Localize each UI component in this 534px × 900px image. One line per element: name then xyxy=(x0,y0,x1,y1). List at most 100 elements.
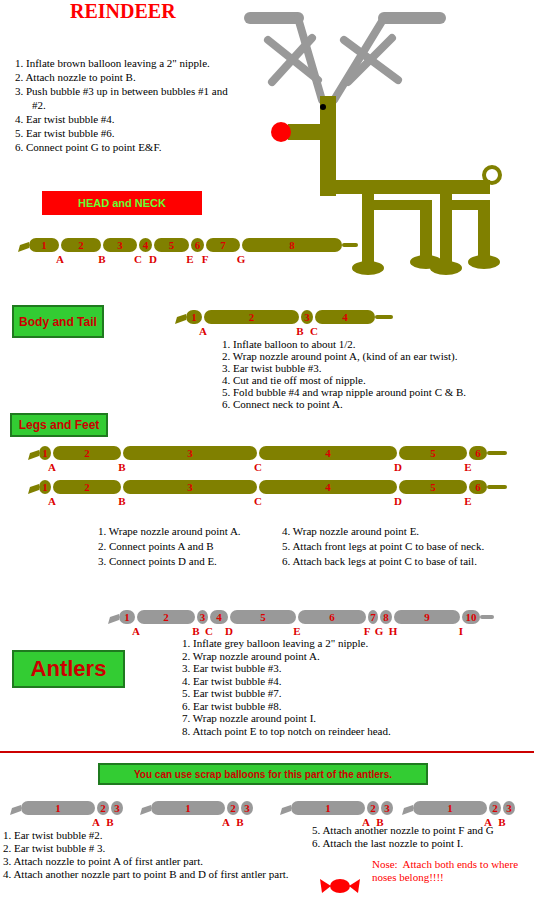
instruction-step: 3. Push bubble #3 up in between bubbles … xyxy=(15,84,233,112)
instruction-step: 5. Ear twist bubble #6. xyxy=(15,126,233,140)
point-letter: D xyxy=(394,496,402,507)
balloon-bubble xyxy=(39,480,51,494)
balloon-bubble xyxy=(230,610,296,624)
bubble-number: 1 xyxy=(41,240,47,251)
point-letter: D xyxy=(149,254,157,265)
bubble-number: 2 xyxy=(249,312,255,323)
point-letter: A xyxy=(199,326,207,337)
balloon-bubble xyxy=(315,310,375,324)
balloon-nozzle xyxy=(108,614,119,624)
banner-text: Body and Tail xyxy=(19,315,97,329)
bubble-number: 1 xyxy=(447,803,453,814)
bubble-number: 6 xyxy=(329,612,335,623)
point-letter: A xyxy=(92,817,100,828)
instruction-step: 2. Ear twist bubble # 3. xyxy=(3,842,308,855)
instruction-list: 1. Inflate grey balloon leaving a 2" nip… xyxy=(182,637,522,737)
instruction-step: 3. Connect points D and E. xyxy=(98,554,278,569)
balloon-bubble xyxy=(111,801,123,815)
balloon-bubble xyxy=(259,446,397,460)
instruction-step: 8. Attach point E to top notch on reinde… xyxy=(182,725,522,738)
balloon-bubble xyxy=(123,446,257,460)
point-letter: B xyxy=(118,496,125,507)
instruction-step: 1. Inflate grey balloon leaving a 2" nip… xyxy=(182,637,522,650)
balloon-bubble xyxy=(191,238,204,252)
point-letter: A xyxy=(132,626,140,637)
banner-text: Antlers xyxy=(31,656,107,682)
balloon-bubble xyxy=(151,801,225,815)
instruction-step: 7. Wrap nozzle around point I. xyxy=(182,712,522,725)
balloon-bubble xyxy=(139,238,152,252)
bubble-number: 2 xyxy=(100,803,106,814)
balloon-bubble xyxy=(197,610,208,624)
balloon-bubble xyxy=(413,801,487,815)
balloon-nozzle xyxy=(10,805,21,815)
instruction-step: 2. Wrap nozzle around point A. xyxy=(182,650,522,663)
bubble-number: 3 xyxy=(114,803,120,814)
antler-figure xyxy=(250,18,440,100)
section-banner: Antlers xyxy=(12,650,125,688)
point-letter: F xyxy=(364,626,371,637)
reindeer-tail xyxy=(484,167,500,183)
balloon-bubble xyxy=(39,446,51,460)
bubble-number: 3 xyxy=(200,612,206,623)
balloon-nipple xyxy=(375,315,393,319)
balloon-bubble xyxy=(399,480,467,494)
point-letter: B xyxy=(106,817,113,828)
bubble-number: 1 xyxy=(325,803,331,814)
section-banner: Body and Tail xyxy=(12,305,104,338)
balloon-bubble xyxy=(154,238,189,252)
bubble-number: 6 xyxy=(475,448,481,459)
balloon-nipple xyxy=(342,243,358,247)
separator-line xyxy=(0,751,534,753)
section-banner: Legs and Feet xyxy=(10,413,108,437)
reindeer-eye xyxy=(320,104,326,110)
bubble-number: 1 xyxy=(185,803,191,814)
note-text: Nose: Attach both ends to where noses be… xyxy=(372,858,527,884)
point-letter: A xyxy=(56,254,64,265)
balloon-bubble xyxy=(367,801,379,815)
bubble-number: 6 xyxy=(195,240,201,251)
balloon-bubble xyxy=(368,610,378,624)
balloon-bubble xyxy=(227,801,239,815)
bubble-number: 3 xyxy=(384,803,390,814)
point-letter: B xyxy=(192,626,199,637)
instruction-list: Nose: Attach both ends to where noses be… xyxy=(372,858,527,884)
bubble-number: 4 xyxy=(216,612,222,623)
balloon-bubble xyxy=(61,238,101,252)
balloon-nozzle xyxy=(402,805,413,815)
bubble-number: 4 xyxy=(325,448,331,459)
bubble-number: 4 xyxy=(342,312,348,323)
instruction-step: 4. Cut and tie off most of nipple. xyxy=(222,374,527,386)
balloon-bubble xyxy=(53,446,121,460)
point-letter: B xyxy=(296,326,303,337)
point-letter: C xyxy=(310,326,318,337)
instruction-step: 4. Ear twist bubble #4. xyxy=(182,675,522,688)
instruction-list: 4. Wrap nozzle around point E.5. Attach … xyxy=(282,524,528,569)
banner-text: Legs and Feet xyxy=(19,418,100,432)
instruction-step: 3. Ear twist bubble #3. xyxy=(182,662,522,675)
balloon-nozzle xyxy=(28,484,39,494)
balloon-bubble xyxy=(259,480,397,494)
point-letter: E xyxy=(464,462,471,473)
balloon-nipple xyxy=(480,615,494,619)
banner-text: You can use scrap balloons for this part… xyxy=(134,769,392,780)
instruction-step: 3. Attach nozzle to point A of first ant… xyxy=(3,855,308,868)
instruction-step: 1. Ear twist bubble #2. xyxy=(3,829,308,842)
bubble-number: 5 xyxy=(260,612,266,623)
bubble-number: 6 xyxy=(475,482,481,493)
point-letter: D xyxy=(394,462,402,473)
balloon-bubble xyxy=(291,801,365,815)
balloon-bubble xyxy=(123,480,257,494)
instruction-list: 1. Ear twist bubble #2.2. Ear twist bubb… xyxy=(3,829,308,881)
point-letter: A xyxy=(222,817,230,828)
bubble-number: 3 xyxy=(117,240,123,251)
balloon-bubble xyxy=(97,801,109,815)
balloon-bubble xyxy=(503,801,515,815)
balloon-bubble xyxy=(394,610,460,624)
balloon-nipple xyxy=(487,451,507,455)
bubble-number: 5 xyxy=(169,240,175,251)
point-letter: A xyxy=(362,817,370,828)
bubble-number: 8 xyxy=(383,612,389,623)
banner-text: HEAD and NECK xyxy=(78,197,166,209)
